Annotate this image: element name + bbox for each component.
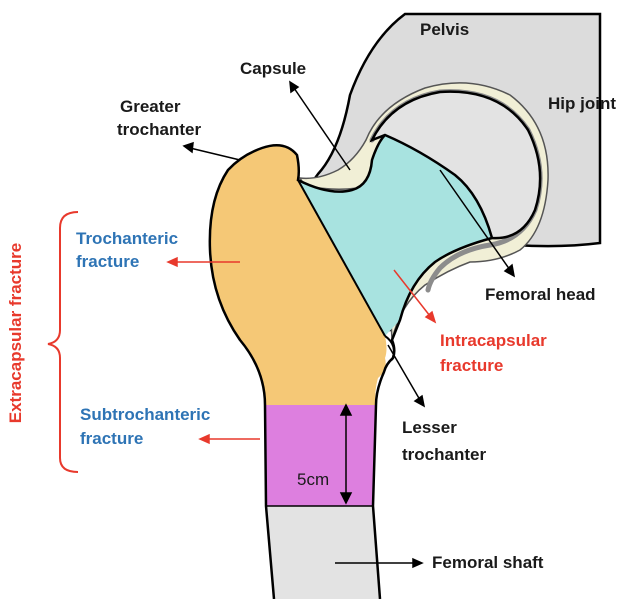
trochanteric-fracture-label-line1: Trochanteric <box>76 228 178 250</box>
femoral-head-label: Femoral head <box>485 284 596 306</box>
intracapsular-fracture-label-line2: fracture <box>440 355 503 377</box>
trochanteric-fracture-label-line2: fracture <box>76 251 139 273</box>
intracapsular-fracture-label-line1: Intracapsular <box>440 330 547 352</box>
femoral-shaft-region <box>266 506 380 599</box>
pelvis-label: Pelvis <box>420 19 469 41</box>
greater-trochanter-label-line2: trochanter <box>117 119 201 141</box>
greater-trochanter-label-line1: Greater <box>120 96 180 118</box>
capsule-label: Capsule <box>240 58 306 80</box>
subtrochanteric-fracture-label-line2: fracture <box>80 428 143 450</box>
femoral-shaft-label: Femoral shaft <box>432 552 543 574</box>
lesser-trochanter-label-line1: Lesser <box>402 417 457 439</box>
extracapsular-bracket <box>48 212 78 472</box>
hip-joint-label: Hip joint <box>548 93 616 115</box>
extracapsular-fracture-label: Extracapsular fracture <box>6 222 26 444</box>
lesser-trochanter-label-line2: trochanter <box>402 444 486 466</box>
subtrochanteric-fracture-label-line1: Subtrochanteric <box>80 404 210 426</box>
measure-label: 5cm <box>297 469 329 491</box>
